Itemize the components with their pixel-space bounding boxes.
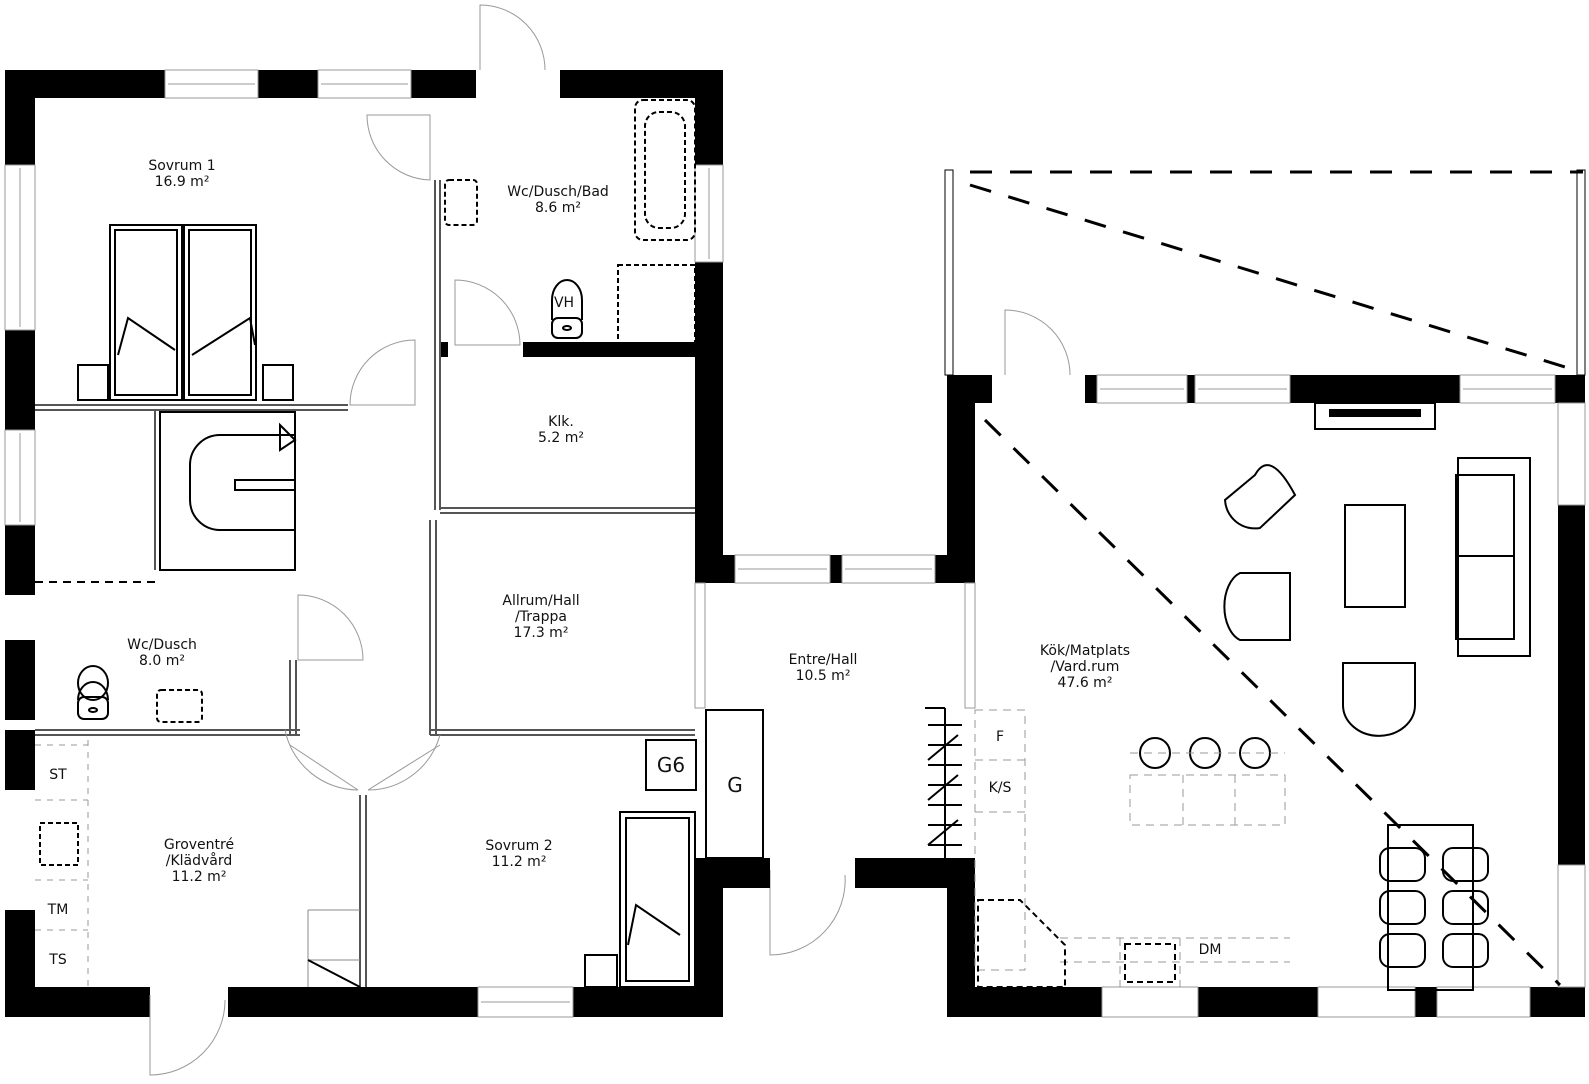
fixture-ts: TS	[49, 952, 67, 968]
room-area: 8.0 m²	[139, 653, 185, 669]
fixture-f: F	[995, 729, 1005, 745]
room-area: 16.9 m²	[154, 174, 210, 190]
fixture-g6: G6	[656, 753, 686, 777]
room-area: 8.6 m²	[535, 200, 581, 216]
room-name: Allrum/Hall	[502, 593, 580, 609]
entre-walls	[695, 375, 975, 888]
terrace	[969, 170, 1583, 987]
right-windows	[1004, 309, 1586, 1018]
terrace-posts	[944, 169, 1586, 376]
fixture-dm: DM	[1198, 942, 1222, 958]
fixture-st: ST	[49, 767, 67, 783]
room-name-line2: /Trappa	[515, 609, 567, 625]
living-furniture	[1223, 457, 1531, 737]
room-name: Kök/Matplats	[1039, 643, 1131, 659]
fireplace	[1314, 402, 1436, 430]
stove	[977, 899, 1176, 988]
laundry-units	[35, 740, 89, 987]
walk-in-closet	[159, 411, 297, 571]
room-area: 10.5 m²	[795, 668, 851, 684]
fixture-g: G	[727, 773, 743, 797]
fixture-tm: TM	[47, 902, 69, 918]
room-area: 17.3 m²	[513, 625, 569, 641]
windows-left	[4, 69, 724, 1018]
room-name: Klk.	[548, 414, 574, 430]
room-area: 5.2 m²	[538, 430, 584, 446]
room-name-line2: /Klädvård	[165, 853, 233, 869]
entre-windows	[694, 554, 976, 709]
double-bed	[77, 224, 294, 401]
coat-rack	[925, 707, 962, 858]
right-building-walls	[947, 375, 1585, 1017]
sovrum2-bed	[584, 739, 697, 988]
room-name: Wc/Dusch/Bad	[507, 184, 609, 200]
bathtub	[39, 99, 696, 866]
fixture-ks: K/S	[988, 780, 1012, 796]
left-building-walls	[5, 70, 723, 1017]
room-name: Wc/Dusch	[127, 637, 197, 653]
interior-walls-left	[35, 180, 695, 987]
dining-table	[1379, 824, 1489, 991]
stairs	[307, 909, 361, 988]
fixture-vh: VH	[553, 295, 575, 311]
toilets	[77, 279, 583, 720]
room-name: Sovrum 2	[485, 838, 553, 854]
room-area: 11.2 m²	[491, 854, 547, 870]
room-name: Entre/Hall	[788, 652, 858, 668]
kitchen-counters	[974, 709, 1290, 987]
room-label-klk: Klk.5.2 m²	[538, 414, 584, 446]
doors-left	[149, 4, 846, 1076]
room-area: 11.2 m²	[171, 869, 227, 885]
room-area: 47.6 m²	[1057, 675, 1113, 691]
room-name-line2: /Vard.rum	[1050, 659, 1120, 675]
room-name: Sovrum 1	[148, 158, 216, 174]
room-name: Groventré	[163, 837, 235, 853]
